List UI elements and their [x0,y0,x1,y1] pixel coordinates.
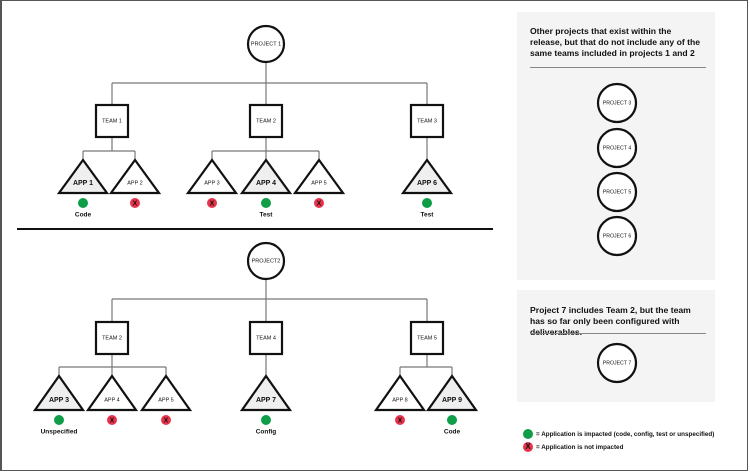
not-impacted-x-icon [523,442,533,452]
app-node [425,374,479,412]
team-label: TEAM 5 [417,335,437,341]
app-label: APP 1 [73,180,93,187]
legend-impacted-text: = Application is impacted (code, config,… [536,430,715,438]
x-mark: X [164,417,169,424]
app-node [400,158,454,195]
app-label: APP 4 [104,397,120,403]
app-label: APP 2 [127,180,143,186]
project-label: PROJECT 5 [603,189,632,195]
impacted-dot-icon [78,198,88,208]
not-impacted-x-icon [395,415,405,425]
team-node [409,320,445,356]
project-label: PROJECT2 [252,258,281,264]
project-node [596,215,638,257]
project-tree: TEAM 2 APP 3 Unspecified APP 4 X APP 5 X TEAM 4… [32,241,479,436]
app-node [108,158,162,195]
app-label: APP 8 [392,397,408,403]
app-label: APP 4 [256,180,276,187]
app-status-label: Config [256,429,277,436]
app-node [239,374,293,412]
x-mark: X [317,200,322,207]
team-label: TEAM 2 [102,335,122,341]
project-tree: TEAM 1 APP 1 Code APP 2 X TEAM 2 APP 3 X APP 4 Te… [56,24,454,219]
app-label: APP 5 [158,397,174,403]
not-impacted-x-icon [107,415,117,425]
team-node [248,103,284,139]
team-label: TEAM 1 [102,118,122,124]
project-node [596,82,638,124]
divider [530,333,706,334]
project-label: PROJECT 6 [603,233,632,239]
x-mark: X [398,417,403,424]
project-label: PROJECT 1 [251,41,281,47]
app-status-label: Test [260,212,274,219]
x-mark: X [133,200,138,207]
impacted-dot-icon [261,415,271,425]
not-impacted-x-icon [207,198,217,208]
app-label: APP 5 [311,180,327,186]
project-node [246,24,286,64]
team-node [248,320,284,356]
app-node [32,374,86,412]
divider [530,67,706,68]
app-node [373,374,427,412]
project-node [246,241,286,281]
team-node [94,103,130,139]
app-label: APP 7 [256,397,276,404]
project-label: PROJECT 3 [603,100,632,106]
app-label: APP 3 [204,180,220,186]
x-mark: X [210,200,215,207]
app-node [85,374,139,412]
legend-impacted: = Application is impacted (code, config,… [523,429,714,439]
impacted-dot-icon [447,415,457,425]
team-label: TEAM 4 [256,335,276,341]
project-node [596,127,638,169]
app-node [139,374,193,412]
app-node [292,158,346,195]
not-impacted-x-icon [314,198,324,208]
app-node [239,158,293,195]
app-label: APP 9 [442,397,462,404]
other-projects-description: Other projects that exist within the rel… [530,26,700,58]
not-impacted-x-icon [130,198,140,208]
app-label: APP 3 [49,397,69,404]
project-label: PROJECT 7 [603,360,632,366]
app-node [185,158,239,195]
impacted-dot-icon [261,198,271,208]
app-label: APP 6 [417,180,437,187]
x-mark: X [110,417,115,424]
team-node [409,103,445,139]
team-node [94,320,130,356]
app-node [56,158,110,195]
legend-not-impacted-text: = Application is not impacted [536,443,624,451]
app-status-label: Code [75,212,92,219]
app-status-label: Unspecified [41,429,78,436]
impacted-dot-icon [54,415,64,425]
project-label: PROJECT 4 [603,145,632,151]
team-label: TEAM 3 [417,118,437,124]
project7-description: Project 7 includes Team 2, but the team … [530,305,691,337]
project-node [596,342,638,384]
legend-not-impacted: = Application is not impacted [523,442,623,452]
project-node [596,171,638,213]
impacted-dot-icon [523,429,533,439]
app-status-label: Code [444,429,461,436]
team-label: TEAM 2 [256,118,276,124]
not-impacted-x-icon [161,415,171,425]
app-status-label: Test [421,212,435,219]
impacted-dot-icon [422,198,432,208]
